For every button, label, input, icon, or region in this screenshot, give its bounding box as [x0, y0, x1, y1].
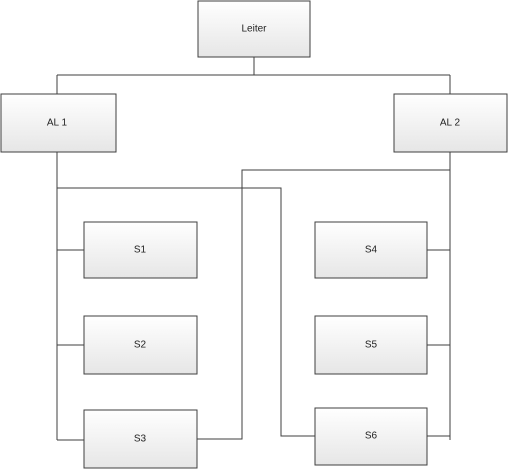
node-s2: S2: [83, 315, 198, 375]
node-s3: S3: [83, 409, 198, 469]
connector-al1-s6: [57, 187, 315, 437]
connector-al2-s3: [197, 169, 450, 440]
node-al2: AL 2: [393, 93, 508, 153]
node-s6: S6: [314, 407, 428, 466]
node-label-leiter: Leiter: [241, 24, 267, 35]
connector-al2-trunk: [427, 152, 451, 440]
node-label-s1: S1: [134, 245, 147, 256]
node-leiter: Leiter: [197, 0, 311, 58]
node-s5: S5: [314, 315, 428, 375]
node-label-s2: S2: [134, 340, 147, 351]
node-s1: S1: [83, 221, 198, 279]
node-label-s6: S6: [365, 431, 378, 442]
connectors: [56, 57, 451, 441]
node-al1: AL 1: [0, 93, 117, 153]
node-label-s5: S5: [365, 340, 378, 351]
connector-al1-trunk: [56, 152, 84, 441]
node-label-s3: S3: [134, 434, 147, 445]
node-label-al1: AL 1: [47, 118, 68, 129]
node-label-s4: S4: [365, 245, 378, 256]
node-label-al2: AL 2: [440, 118, 461, 129]
node-s4: S4: [314, 221, 428, 279]
connector-leiter-al1-al2: [56, 57, 451, 94]
